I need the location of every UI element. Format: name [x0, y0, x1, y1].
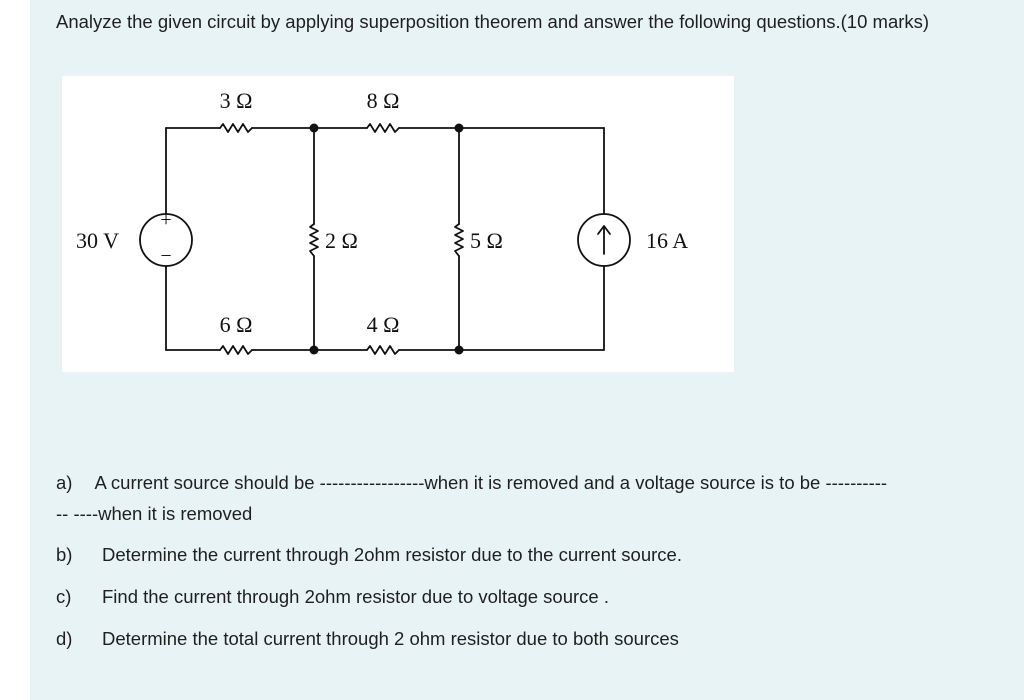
label-30v: 30 V: [76, 228, 119, 253]
subquestion-letter: b): [56, 544, 73, 565]
subquestion-letter: d): [56, 628, 73, 649]
plus-sign: +: [160, 209, 171, 231]
node-dot: [309, 123, 319, 133]
subquestion-letter: c): [56, 586, 72, 607]
subquestion-a-text-mid: when it is removed and a voltage source …: [424, 472, 826, 493]
subquestion-b-text: Determine the current through 2ohm resis…: [102, 544, 682, 565]
label-4ohm: 4 Ω: [367, 312, 400, 337]
question-text: Analyze the given circuit by applying su…: [56, 11, 930, 32]
node-dot: [454, 123, 464, 133]
node-dot: [309, 345, 319, 355]
current-arrow-icon: [597, 225, 611, 255]
blank-2-continued: -- ----: [56, 503, 99, 524]
blank-2: ----------: [825, 472, 888, 493]
label-16a: 16 A: [646, 228, 688, 253]
circuit-diagram: 3 Ω 8 Ω 2 Ω 5 Ω 6 Ω 4 Ω 30 V + − 16 A: [76, 88, 688, 355]
minus-sign: −: [160, 245, 171, 267]
resistor-6ohm: [219, 345, 253, 355]
node-dot: [454, 345, 464, 355]
voltage-source-symbol: [139, 213, 193, 267]
subquestion-a-text-end: when it is removed: [98, 503, 253, 524]
subquestion-d-text: Determine the total current through 2 oh…: [102, 628, 679, 649]
label-3ohm: 3 Ω: [220, 88, 253, 113]
resistor-5ohm: [454, 223, 464, 257]
circuit-figure: 3 Ω 8 Ω 2 Ω 5 Ω 6 Ω 4 Ω 30 V + − 16 A: [62, 76, 734, 372]
resistor-2ohm: [309, 223, 319, 257]
blank-1: -----------------: [319, 472, 425, 493]
subquestion-letter: a): [56, 472, 73, 493]
label-6ohm: 6 Ω: [220, 312, 253, 337]
label-2ohm: 2 Ω: [325, 228, 358, 253]
label-5ohm: 5 Ω: [470, 228, 503, 253]
resistor-3ohm: [219, 123, 253, 133]
label-8ohm: 8 Ω: [367, 88, 400, 113]
resistor-8ohm: [366, 123, 400, 133]
subquestion-c-text: Find the current through 2ohm resistor d…: [102, 586, 609, 607]
resistor-4ohm: [366, 345, 400, 355]
subquestion-a-text-start: A current source should be: [94, 472, 320, 493]
